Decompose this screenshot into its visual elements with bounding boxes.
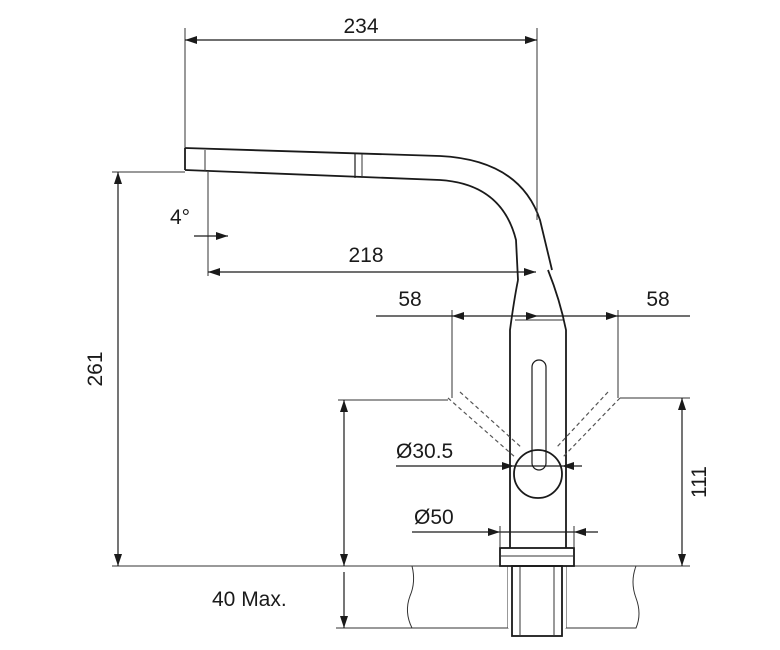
dimension-spout-angle: 4° [170,205,228,240]
deck-thickness-label: 40 Max. [212,588,287,611]
handle-height-label: 111 [688,466,711,498]
dimension-deck-thickness: 40 Max. [212,399,448,629]
handle-diameter-label: Ø30.5 [396,440,453,463]
countertop [406,565,640,629]
faucet-body [184,147,575,637]
dimension-handle-height: 111 [620,397,711,567]
dimension-base-diameter: Ø50 [412,506,598,548]
swing-left-label: 58 [398,288,421,311]
dimension-handle-diameter: Ø30.5 [396,440,582,470]
handle-lever [447,391,621,499]
dimension-swing-left: 58 [376,288,538,398]
swing-right-label: 58 [646,288,669,311]
spout-angle-label: 4° [170,206,190,229]
handle-knob [513,449,563,499]
height-label: 261 [84,351,107,386]
dimension-height: 261 [84,171,412,567]
dimension-swing-right: 58 [538,288,690,398]
spout-reach-label: 218 [348,244,383,267]
dimension-spout-reach: 218 [207,172,536,276]
total-width-label: 234 [343,15,378,38]
base-diameter-label: Ø50 [414,506,454,529]
dimension-total-width: 234 [184,15,538,220]
